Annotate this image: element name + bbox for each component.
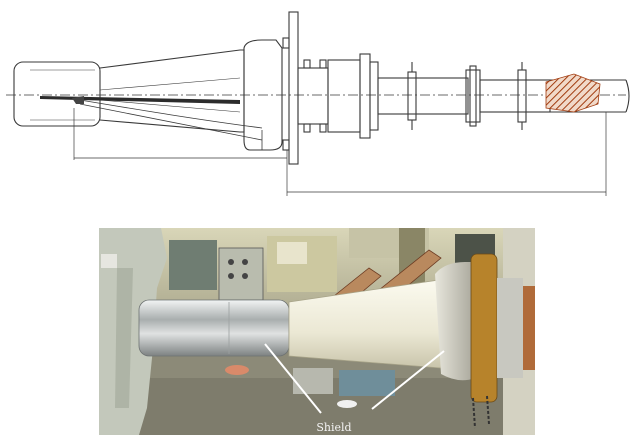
conical-insulator — [99, 49, 245, 133]
shield-label: Shield — [316, 421, 351, 434]
stress-cone — [40, 96, 240, 104]
bell-housing-photo — [435, 262, 475, 381]
shield-pointer-right — [371, 350, 445, 410]
hatched-cable-end — [545, 73, 601, 113]
epoxy-housing — [297, 67, 329, 125]
main-flange-plate — [288, 11, 299, 165]
termination-technical-drawing — [6, 11, 630, 196]
shield-cylinder — [138, 299, 290, 357]
shield-pointer-left — [264, 343, 322, 414]
left-shield-cylinder — [13, 61, 101, 127]
bell-housing — [243, 39, 283, 151]
cable-pipe — [377, 77, 469, 115]
termination-photo: Shield — [99, 228, 535, 435]
brass-flange — [470, 253, 498, 403]
equipment-cabinet — [169, 240, 217, 290]
